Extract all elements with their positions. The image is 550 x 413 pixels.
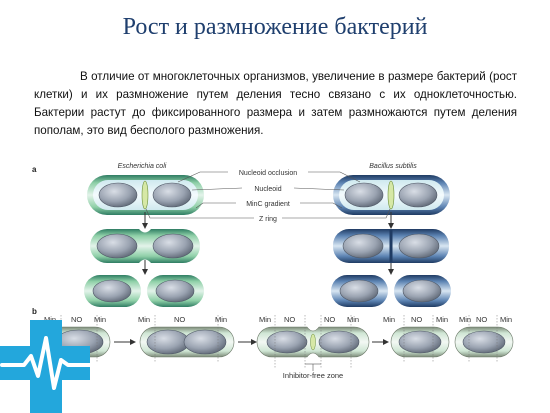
callout-nucleoid: Nucleoid (254, 186, 281, 193)
min-label: Min (459, 315, 471, 324)
ecoli-daughter-cells (84, 275, 204, 307)
ecoli-cell-large (87, 175, 204, 215)
min-label: Min (259, 315, 271, 324)
callout-minc-gradient: MinC gradient (246, 201, 290, 208)
min-label: Min (215, 315, 227, 324)
no-label: NO (476, 315, 487, 324)
bsubtilis-daughter-cells (331, 275, 451, 307)
no-label: NO (324, 315, 335, 324)
page-title: Рост и размножение бактерий (122, 14, 428, 40)
panel-b-cell-2: Min NO Min (138, 315, 235, 362)
panel-a-label: a (32, 165, 37, 174)
no-label: NO (174, 315, 185, 324)
callout-leader-lines (145, 171, 391, 219)
ecoli-label: Escherichia coli (118, 163, 167, 170)
callout-z-ring: Z ring (259, 216, 277, 223)
panel-b-cell-3: Min NO NO Min Inhibitor-free zone (256, 315, 370, 380)
min-label: Min (44, 315, 56, 324)
panel-b-label: b (32, 307, 37, 316)
bsubtilis-cell-septum (333, 229, 449, 263)
no-label: NO (71, 315, 82, 324)
min-label: Min (383, 315, 395, 324)
min-label: Min (347, 315, 359, 324)
callout-nucleoid-occlusion: Nucleoid occlusion (239, 170, 297, 177)
body-paragraph: В отличие от многоклеточных организмов, … (34, 70, 517, 137)
no-label: NO (284, 315, 295, 324)
inhibitor-free-zone-label: Inhibitor-free zone (283, 371, 343, 380)
min-label: Min (500, 315, 512, 324)
min-label: Min (94, 315, 106, 324)
min-label: Min (138, 315, 150, 324)
min-label: Min (436, 315, 448, 324)
panel-b-cell-4: Min NO Min Min NO Min (383, 315, 514, 362)
bsubtilis-label: Bacillus subtilis (369, 163, 417, 170)
ecoli-cell-constricting (90, 229, 200, 263)
no-label: NO (411, 315, 422, 324)
callout-labels: Nucleoid occlusion Nucleoid MinC gradien… (239, 170, 297, 223)
medical-pulse-logo-icon (0, 320, 96, 413)
bsubtilis-cell-large (333, 175, 450, 215)
